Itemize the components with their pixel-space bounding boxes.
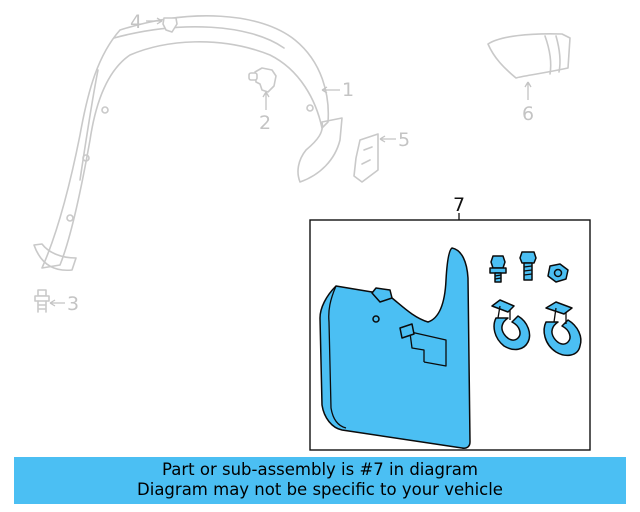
screw-part-3 (34, 289, 50, 313)
info-banner: Part or sub-assembly is #7 in diagram Di… (14, 457, 626, 504)
callout-3: 3 (67, 293, 79, 315)
nut-part[interactable] (547, 263, 569, 283)
assembly-7-box (309, 219, 591, 451)
leader-line-6 (524, 81, 532, 100)
bolt-left-part[interactable] (489, 255, 507, 283)
clamp-left-part[interactable] (491, 299, 531, 351)
callout-1: 1 (342, 79, 354, 101)
leader-line-4 (146, 17, 163, 25)
leader-line-1 (321, 86, 340, 94)
callout-7: 7 (453, 194, 465, 216)
leader-line-3 (49, 299, 65, 307)
callout-2: 2 (259, 112, 271, 134)
leader-line-5 (379, 135, 396, 143)
banner-line-2: Diagram may not be specific to your vehi… (137, 480, 503, 499)
trim-piece-part-6 (487, 33, 571, 79)
banner-line-1: Part or sub-assembly is #7 in diagram (162, 460, 478, 479)
bracket-part-5 (353, 133, 379, 183)
pin-part-4 (162, 17, 178, 33)
callout-4: 4 (130, 11, 142, 33)
leader-line-2 (262, 91, 270, 110)
wheel-arch-flare-part (33, 15, 343, 271)
callout-5: 5 (398, 129, 410, 151)
mud-flap-part[interactable] (319, 247, 471, 449)
bolt-right-part[interactable] (519, 251, 537, 281)
callout-6: 6 (522, 103, 534, 125)
clip-part-2 (248, 67, 277, 93)
clamp-right-part[interactable] (543, 301, 582, 357)
